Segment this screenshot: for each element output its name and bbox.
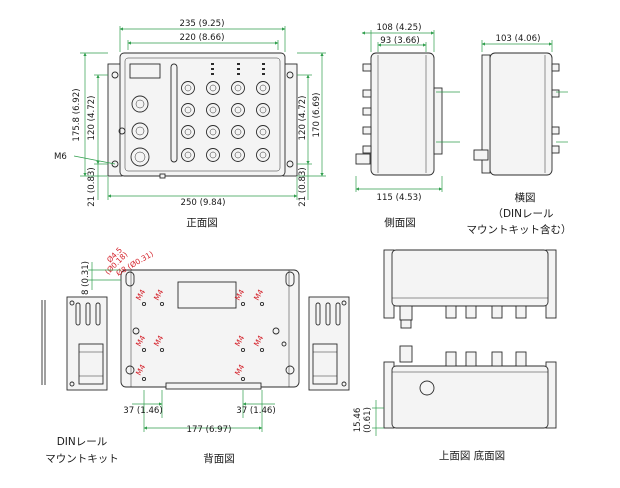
dim-bottom-height-inch: (0.61) — [363, 407, 373, 433]
dim-back-left-37: 37 (1.46) — [123, 406, 163, 416]
dim-lateral-top: 103 (4.06) — [496, 34, 541, 44]
dim-front-inner-width: 220 (8.66) — [180, 33, 225, 43]
lateral-caption-line3: マウントキット含む） — [467, 223, 572, 236]
dim-back-177: 177 (6.97) — [187, 425, 232, 435]
din-rail-kit-right — [308, 296, 350, 391]
m12-port — [206, 148, 220, 162]
front-mount-hole — [111, 160, 119, 168]
front-connector-console — [131, 122, 149, 140]
back-screw-hole — [272, 327, 280, 335]
dim-front-total-width: 235 (9.25) — [180, 19, 225, 29]
bottom-breather-port — [419, 380, 435, 396]
m12-port — [256, 103, 270, 117]
dim-front-base-width: 250 (9.84) — [181, 198, 226, 208]
front-mount-hole — [286, 160, 294, 168]
front-panel-inset — [124, 57, 281, 172]
m12-port — [206, 103, 220, 117]
side-din-clip — [433, 87, 443, 155]
lateral-din-bracket — [481, 54, 491, 174]
m12-port — [231, 125, 245, 139]
dim-back-top-offset: 8 (0.31) — [81, 261, 91, 295]
dim-front-left-height: 175.8 (6.92) — [72, 88, 82, 141]
back-screw-hole — [132, 327, 140, 335]
front-screw-label: M6 — [54, 152, 67, 162]
front-mount-hole — [286, 71, 294, 79]
dim-front-right-bottom: 21 (0.83) — [298, 167, 308, 207]
back-bottom-rail — [165, 382, 262, 390]
dim-side-top-outer: 108 (4.25) — [377, 23, 422, 33]
dim-front-right-height: 170 (6.69) — [312, 93, 322, 138]
front-grounding-screw — [118, 127, 126, 135]
dim-front-right-inner: 120 (4.72) — [298, 96, 308, 141]
front-view-caption: 正面図 — [186, 217, 218, 229]
lateral-view: 103 (4.06) 横図 （DINレール マウントキット含む） — [467, 34, 572, 236]
m12-port — [181, 81, 195, 95]
front-led-slot — [170, 63, 178, 163]
din-rail-kit-left — [41, 296, 108, 391]
lateral-housing — [489, 52, 553, 176]
bottom-view: 15.46 (0.61) — [353, 345, 557, 436]
back-mount-hole — [285, 365, 295, 375]
din-kit-caption-line2: マウントキット — [45, 453, 119, 465]
dim-side-top-inner: 93 (3.66) — [380, 36, 420, 46]
lateral-connectors — [473, 63, 560, 161]
front-view: 235 (9.25) 220 (8.66) 250 (9.84) 175.8 (… — [54, 19, 326, 229]
front-connector-di — [130, 147, 150, 167]
back-keyhole-slot — [285, 271, 295, 287]
side-connectors — [355, 63, 372, 165]
din-kit-caption-line1: DINレール — [57, 436, 108, 448]
m12-port — [256, 148, 270, 162]
m12-port — [206, 125, 220, 139]
m12-port — [256, 81, 270, 95]
m12-port — [181, 103, 195, 117]
front-m12-port-grid — [181, 81, 270, 162]
m12-port — [231, 81, 245, 95]
din-kit-clip — [312, 343, 338, 385]
front-label-plate — [129, 63, 161, 79]
front-mount-hole — [111, 71, 119, 79]
front-housing — [119, 52, 286, 177]
bottom-housing — [391, 365, 549, 429]
m12-port — [181, 125, 195, 139]
back-view-caption: 背面図 — [203, 452, 235, 465]
front-led-indicators — [211, 63, 265, 75]
m12-port — [231, 103, 245, 117]
bottom-connectors — [399, 345, 527, 367]
side-view: 108 (4.25) 93 (3.66) 115 (4.53) 側面図 — [355, 23, 460, 229]
m12-port — [206, 81, 220, 95]
top-view — [383, 249, 557, 329]
top-connectors — [399, 305, 527, 329]
back-mount-hole — [125, 365, 135, 375]
back-m4-holes — [141, 301, 265, 382]
back-recess — [177, 281, 237, 309]
lateral-caption-line1: 横図 — [515, 191, 536, 204]
m12-port — [231, 148, 245, 162]
side-view-caption: 側面図 — [384, 216, 416, 229]
side-housing — [370, 52, 435, 176]
back-keyhole-slot — [125, 271, 135, 287]
back-screw-hole — [281, 341, 287, 347]
din-kit-clip — [78, 343, 104, 385]
top-bottom-caption: 上面図 底面図 — [439, 449, 505, 462]
dim-side-bottom: 115 (4.53) — [377, 193, 422, 203]
m12-port — [181, 148, 195, 162]
dim-back-right-37: 37 (1.46) — [236, 406, 276, 416]
dim-front-left-bottom: 21 (0.83) — [87, 167, 97, 207]
m12-port — [256, 125, 270, 139]
back-view: M4 M4 M4 M4 M4 M4 M4 M4 M4 M4 Ø4.5 (Ø0.1… — [81, 245, 300, 465]
dim-bottom-height: 15.46 — [353, 408, 363, 433]
front-bottom-foot — [159, 173, 166, 179]
front-connector-power — [131, 95, 149, 113]
lateral-caption-line2: （DINレール — [492, 208, 553, 220]
top-housing — [391, 249, 549, 307]
dim-front-left-inner: 120 (4.72) — [87, 96, 97, 141]
